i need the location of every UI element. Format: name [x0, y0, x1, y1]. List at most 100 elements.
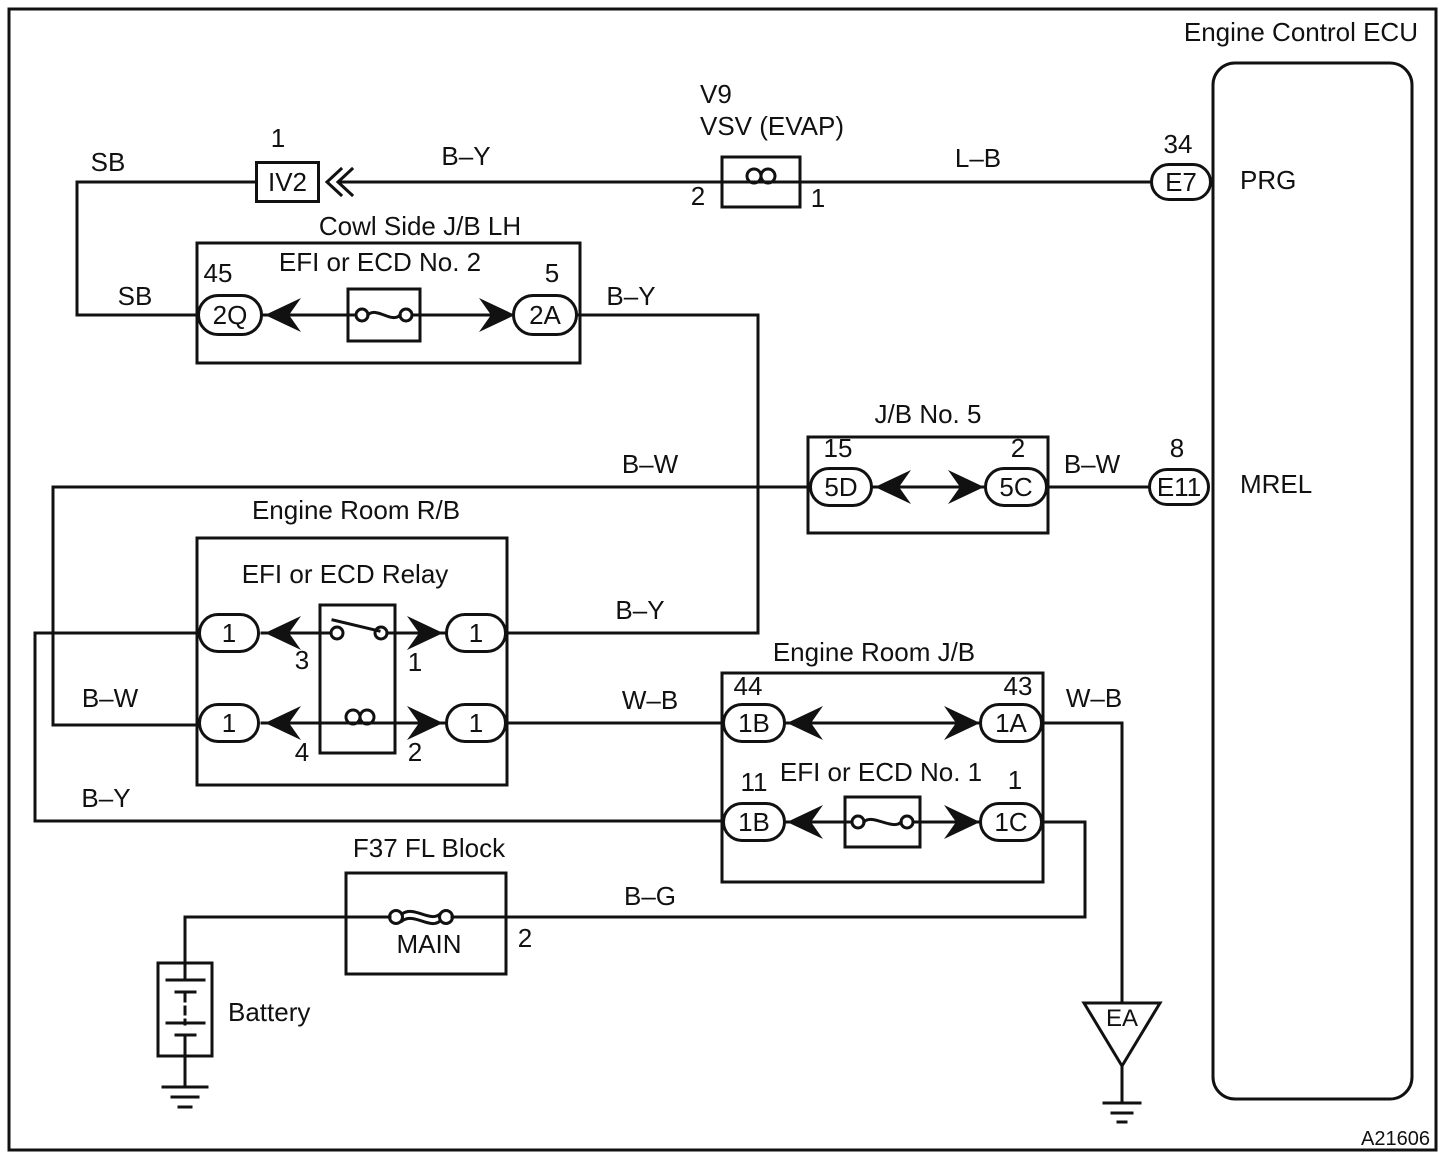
- relay-pin-1: 1: [407, 647, 423, 677]
- ecu-terminal-mrel: MREL: [1240, 469, 1313, 499]
- wire-label-sb-left: SB: [117, 281, 153, 311]
- vsv-code: V9: [700, 79, 732, 109]
- connector-1b-11: 1B: [722, 802, 786, 842]
- wire-by-relay-to-jb: [33, 631, 724, 823]
- connector-1a: 1A: [979, 703, 1043, 743]
- relay-pin-3: 3: [294, 645, 310, 675]
- vsv-pin-1: 1: [810, 183, 826, 213]
- relay-pin-2: 2: [407, 737, 423, 767]
- arrow-right-icon: [948, 470, 984, 504]
- wire-1c-to-bg: [1041, 820, 1087, 919]
- pin-label-iv2: 1: [270, 123, 286, 153]
- engine-room-rb-box: [195, 536, 509, 787]
- ecu-title: Engine Control ECU: [1183, 17, 1418, 47]
- connector-e7: E7: [1150, 163, 1212, 201]
- arrow-left-icon: [265, 616, 301, 650]
- connector-5d: 5D: [809, 467, 873, 507]
- relay-connector-pin1: 1: [445, 613, 507, 653]
- connector-e11: E11: [1148, 468, 1210, 506]
- relay-label: EFI or ECD Relay: [241, 559, 449, 589]
- vsv-name: VSV (EVAP): [700, 111, 845, 141]
- relay-pin-4: 4: [294, 737, 310, 767]
- arrow-right-icon: [407, 706, 443, 740]
- figure-code: A21606: [1361, 1128, 1430, 1150]
- connector-iv2: IV2: [255, 161, 320, 203]
- wire-label-wb-relay: W–B: [621, 685, 679, 715]
- jb5-title: J/B No. 5: [874, 399, 982, 429]
- wire-label-bg: B–G: [623, 881, 677, 911]
- relay-switch-contact-right: [373, 625, 389, 641]
- relay-switch-contact-left: [329, 625, 345, 641]
- iv2-chevron-icon: [335, 166, 355, 198]
- cowl-fuse-element: [365, 310, 403, 320]
- wire-label-by-top: B–Y: [441, 141, 491, 171]
- wire-wb-1a-to-ea: [1041, 721, 1124, 1005]
- wire-label-bw-relay: B–W: [81, 683, 139, 713]
- connector-5c: 5C: [984, 467, 1048, 507]
- erjb-fuse-label: EFI or ECD No. 1: [779, 757, 983, 787]
- connector-1c: 1C: [979, 802, 1043, 842]
- arrow-left-icon: [787, 805, 823, 839]
- battery-label: Battery: [228, 997, 311, 1027]
- engine-room-jb-box: [720, 671, 1045, 884]
- pin-label-2q: 45: [203, 258, 233, 288]
- connector-2q: 2Q: [197, 294, 263, 336]
- relay-connector-pin2: 1: [445, 703, 507, 743]
- engine-room-rb-title: Engine Room R/B: [251, 495, 461, 525]
- pin-label-e7: 34: [1163, 129, 1193, 159]
- arrow-left-icon: [787, 706, 823, 740]
- ecu-terminal-prg: PRG: [1240, 165, 1297, 195]
- fl-block-title: F37 FL Block: [352, 833, 506, 863]
- wire-bw-5d-to-relay: [51, 485, 811, 727]
- main-fl-terminal-left: [388, 909, 404, 925]
- cowl-fuse-label: EFI or ECD No. 2: [278, 247, 482, 277]
- wire-label-bw-5c: B–W: [1063, 449, 1121, 479]
- fl-block-box: [344, 871, 508, 976]
- battery-box: [156, 961, 214, 1058]
- pin-label-1c: 1: [1007, 765, 1023, 795]
- connector-2a: 2A: [512, 294, 578, 336]
- diagram-frame: [7, 7, 1438, 1152]
- wire-label-wb-1a: W–B: [1065, 683, 1123, 713]
- engine-room-jb-title: Engine Room J/B: [772, 637, 976, 667]
- arrow-left-icon: [265, 706, 301, 740]
- jb5-box: [806, 435, 1050, 535]
- wire-label-by-2a: B–Y: [606, 281, 656, 311]
- wire-label-sb-top: SB: [90, 147, 126, 177]
- connector-1b-44: 1B: [722, 703, 786, 743]
- pin-label-5c: 2: [1010, 433, 1026, 463]
- pin-label-11: 11: [740, 767, 768, 797]
- fl-block-pin: 2: [517, 923, 533, 953]
- pin-label-e11: 8: [1169, 433, 1185, 463]
- wire-by-2a-to-relay: [505, 313, 760, 635]
- relay-switch-arm: [331, 618, 381, 633]
- pin-label-5d: 15: [823, 433, 853, 463]
- arrow-right-icon: [479, 298, 515, 332]
- arrow-right-icon: [407, 616, 443, 650]
- ecu-box: [1211, 61, 1414, 1101]
- cowl-jb-title: Cowl Side J/B LH: [318, 211, 522, 241]
- relay-connector-pin3: 1: [198, 613, 260, 653]
- relay-connector-pin4: 1: [198, 703, 260, 743]
- arrow-right-icon: [944, 706, 980, 740]
- main-fl-terminal-right: [438, 909, 454, 925]
- wire-sb: [75, 180, 257, 317]
- arrow-right-icon: [944, 805, 980, 839]
- wire-label-by-bottom: B–Y: [81, 783, 131, 813]
- arrow-left-icon: [265, 298, 301, 332]
- vsv-coil-loop2: [759, 167, 777, 185]
- erjb-fuse-element: [861, 817, 904, 827]
- ea-ground-triangle: [1081, 1001, 1163, 1069]
- vsv-pin-2: 2: [690, 181, 706, 211]
- main-fl-element-2: [399, 916, 443, 926]
- wire-label-lb: L–B: [954, 143, 1002, 173]
- wire-label-bw-long: B–W: [621, 449, 679, 479]
- relay-coil-loop2: [358, 708, 376, 726]
- iv2-chevron-icon: [324, 166, 344, 198]
- pin-label-2a: 5: [544, 258, 560, 288]
- vsv-box: [720, 155, 802, 209]
- wire-label-by-relay: B–Y: [615, 595, 665, 625]
- pin-label-43: 43: [1003, 671, 1033, 701]
